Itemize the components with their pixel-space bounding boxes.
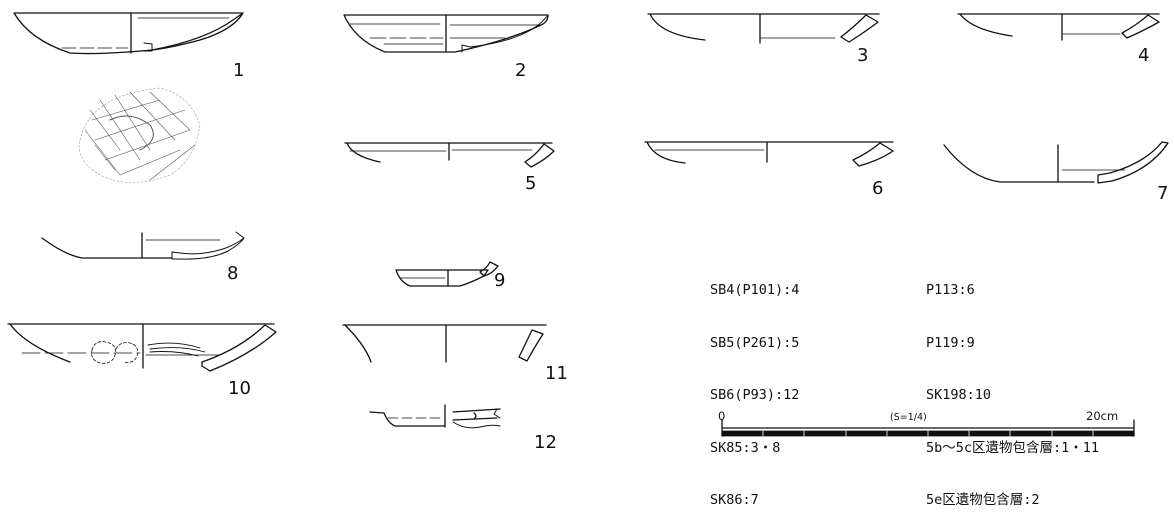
legend-entry: P119:9 <box>926 334 975 351</box>
figure-number-1: 1 <box>233 60 245 81</box>
vessel-4 <box>957 13 1160 41</box>
figure-number-8: 8 <box>227 263 239 284</box>
legend-entry: SK198:10 <box>926 387 992 403</box>
figure-number-10: 10 <box>228 378 251 399</box>
legend-entry: SB4(P101):4 <box>710 282 800 298</box>
vessel-7 <box>943 141 1169 184</box>
legend-entry: P113:6 <box>926 282 975 298</box>
provenance-legend-right: P113:6 P119:9 SK198:10 5b〜5c区遺物包含層:1・11 … <box>926 247 1099 527</box>
pottery-drawings <box>7 12 1169 437</box>
vessel-10 <box>7 323 277 372</box>
figure-number-6: 6 <box>872 178 884 199</box>
legend-entry: SK85:3・8 <box>710 439 781 456</box>
figure-number-5: 5 <box>525 173 537 194</box>
legend-entry: 5e区遺物包含層:2 <box>926 492 1040 508</box>
legend-entry: 5b〜5c区遺物包含層:1・11 <box>926 439 1100 456</box>
figure-number-11: 11 <box>545 363 568 384</box>
legend-entry: SK86:7 <box>710 492 759 508</box>
rubbing-texture <box>78 87 201 183</box>
vessel-8 <box>41 231 245 260</box>
figure-number-7: 7 <box>1157 183 1169 204</box>
figure-number-9: 9 <box>494 270 506 291</box>
scale-start-label: 0 <box>718 409 726 423</box>
vessel-6 <box>644 141 894 167</box>
legend-entry: SB5(P261):5 <box>710 334 800 351</box>
provenance-legend-left: SB4(P101):4 SB5(P261):5 SB6(P93):12 SK85… <box>710 247 799 527</box>
scale-ratio-label: (S=1/4) <box>890 412 927 423</box>
vessel-2 <box>343 14 549 53</box>
vessel-11 <box>342 324 547 363</box>
scale-end-label: 20cm <box>1086 409 1119 423</box>
figure-number-3: 3 <box>857 45 869 66</box>
figure-number-2: 2 <box>515 60 527 81</box>
vessel-5 <box>344 142 555 168</box>
vessel-1 <box>13 12 244 55</box>
vessel-12 <box>369 404 501 429</box>
scale-bar <box>721 419 1135 437</box>
vessel-9 <box>395 261 499 287</box>
figure-number-4: 4 <box>1138 45 1150 66</box>
legend-entry: SB6(P93):12 <box>710 387 800 403</box>
figure-number-12: 12 <box>534 432 557 453</box>
vessel-3 <box>647 13 880 44</box>
